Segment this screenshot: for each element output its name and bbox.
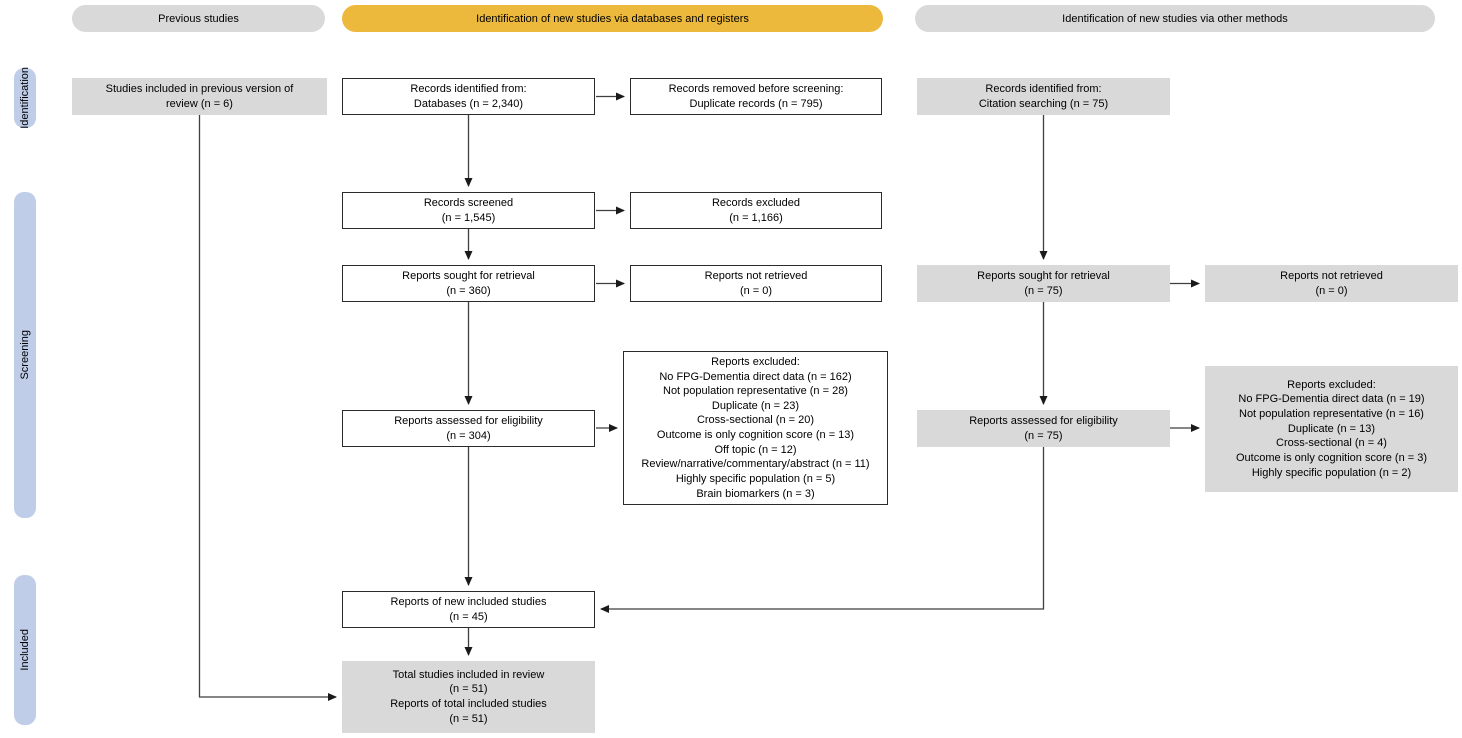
column-header-other-methods: Identification of new studies via other … xyxy=(915,5,1435,32)
stage-label-identification: Identification xyxy=(14,67,36,129)
box-total-studies-included: Total studies included in review (n = 51… xyxy=(342,661,595,733)
column-header-previous-studies: Previous studies xyxy=(72,5,325,32)
box-records-removed-before-screening: Records removed before screening: Duplic… xyxy=(630,78,882,115)
stage-label-screening-text: Screening xyxy=(19,330,31,380)
stage-label-screening: Screening xyxy=(14,192,36,518)
box-records-screened: Records screened (n = 1,545) xyxy=(342,192,595,229)
box-reports-assessed-eligibility-databases: Reports assessed for eligibility (n = 30… xyxy=(342,410,595,447)
stage-label-included-text: Included xyxy=(19,629,31,671)
box-reports-not-retrieved-other: Reports not retrieved (n = 0) xyxy=(1205,265,1458,302)
box-previous-version-studies: Studies included in previous version of … xyxy=(72,78,327,115)
box-reports-excluded-reasons-databases: Reports excluded: No FPG-Dementia direct… xyxy=(623,351,888,505)
stage-label-included: Included xyxy=(14,575,36,725)
box-records-excluded: Records excluded (n = 1,166) xyxy=(630,192,882,229)
box-reports-not-retrieved-databases: Reports not retrieved (n = 0) xyxy=(630,265,882,302)
box-records-identified-citation-searching: Records identified from: Citation search… xyxy=(917,78,1170,115)
column-header-databases-registers: Identification of new studies via databa… xyxy=(342,5,883,32)
box-reports-sought-retrieval-databases: Reports sought for retrieval (n = 360) xyxy=(342,265,595,302)
box-reports-sought-retrieval-other: Reports sought for retrieval (n = 75) xyxy=(917,265,1170,302)
box-reports-assessed-eligibility-other: Reports assessed for eligibility (n = 75… xyxy=(917,410,1170,447)
box-reports-new-included-studies: Reports of new included studies (n = 45) xyxy=(342,591,595,628)
box-reports-excluded-reasons-other: Reports excluded: No FPG-Dementia direct… xyxy=(1205,366,1458,492)
box-records-identified-databases: Records identified from: Databases (n = … xyxy=(342,78,595,115)
stage-label-identification-text: Identification xyxy=(19,67,31,129)
